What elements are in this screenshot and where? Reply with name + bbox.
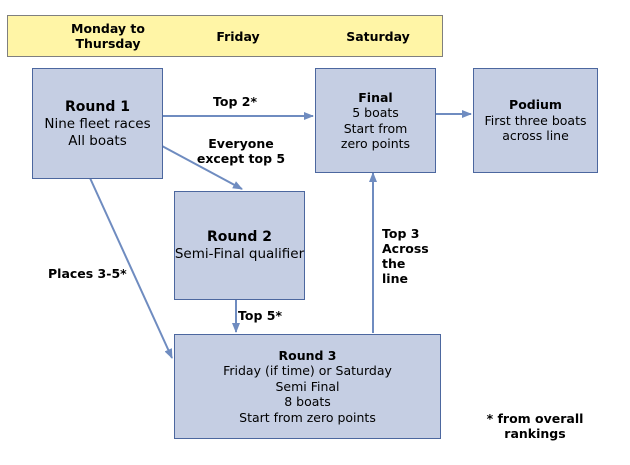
final-line: 5 boats	[352, 105, 399, 120]
round-3-line: Friday (if time) or Saturday	[223, 363, 392, 379]
header-monday-thursday: Monday to Thursday	[71, 21, 145, 51]
round-3-box: Round 3 Friday (if time) or Saturday Sem…	[174, 334, 441, 439]
header-saturday: Saturday	[346, 28, 410, 44]
label-top-5: Top 5*	[238, 308, 282, 323]
round-1-title: Round 1	[65, 98, 130, 115]
round-3-line: Semi Final	[275, 378, 340, 394]
footnote: * from overall rankings	[486, 411, 584, 441]
label-top-2: Top 2*	[213, 94, 257, 109]
final-line: zero points	[340, 136, 411, 151]
round-2-title: Round 2	[207, 229, 272, 245]
round-2-box: Round 2 Semi-Final qualifier	[174, 191, 305, 300]
label-everyone-except-top-5: Everyone except top 5	[196, 136, 286, 166]
round-3-line: Start from zero points	[239, 409, 376, 425]
schedule-header: Monday to Thursday Friday Saturday	[7, 15, 443, 57]
final-line: Start from	[343, 120, 408, 136]
podium-title: Podium	[509, 97, 562, 113]
round-3-title: Round 3	[278, 347, 337, 363]
podium-box: Podium First three boats across line	[473, 68, 598, 173]
label-places-3-5: Places 3-5*	[48, 266, 127, 281]
round-1-line: Nine fleet races	[44, 115, 151, 132]
round-2-line: Semi-Final qualifier	[174, 246, 305, 262]
final-title: Final	[358, 89, 393, 105]
round-1-box: Round 1 Nine fleet races All boats	[32, 68, 163, 179]
round-3-line: 8 boats	[284, 394, 331, 410]
final-box: Final 5 boats Start from zero points	[315, 68, 436, 173]
round-1-line: All boats	[68, 132, 127, 149]
podium-line: First three boats	[484, 112, 587, 128]
podium-line: across line	[502, 128, 569, 144]
label-top-3-across-line: Top 3 Across the line	[382, 226, 429, 286]
header-friday: Friday	[216, 28, 260, 44]
arrow-round1-to-round3	[89, 177, 173, 359]
arrow-round1-to-round2	[161, 145, 243, 190]
